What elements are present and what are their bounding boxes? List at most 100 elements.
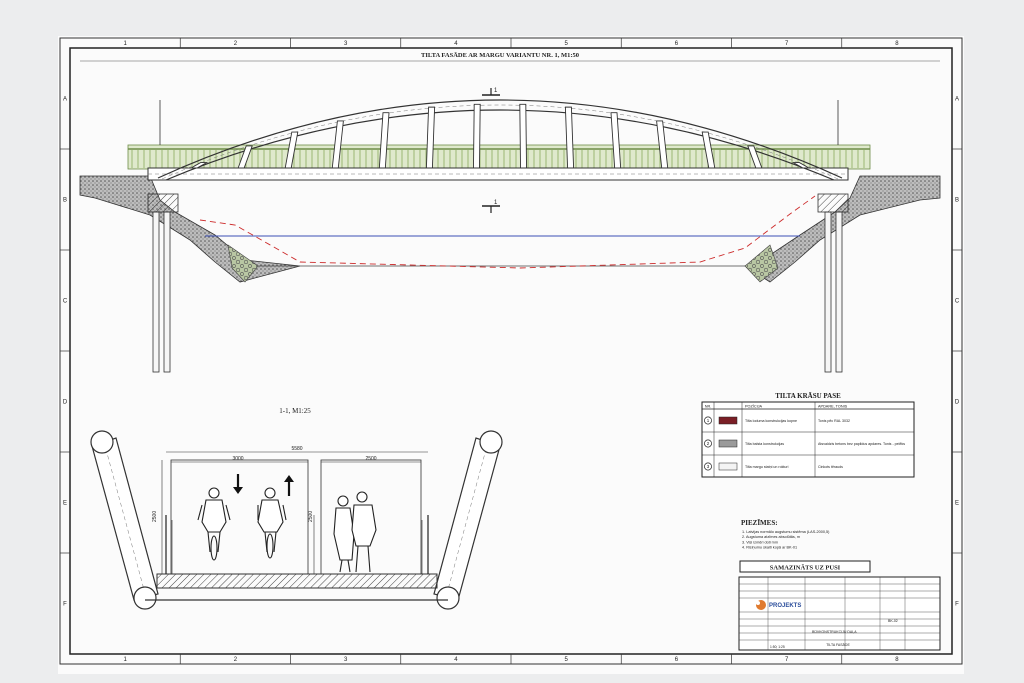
col-label-bottom: 6 <box>675 657 679 663</box>
col-label-bottom: 4 <box>454 657 458 663</box>
arch <box>157 99 843 181</box>
legend-finish: Cinkots tērauds <box>818 465 843 469</box>
legend-position: Tilta loduma konstrukcijas kopne <box>745 419 797 423</box>
legend-swatch <box>718 416 738 425</box>
legend-row: 2 Tilta balsta konstrukcijas Atsvaidzis be… <box>704 439 905 448</box>
col-label-bottom: 8 <box>895 657 899 663</box>
legend-header-nr: NR. <box>705 405 712 409</box>
right-riprap <box>744 244 779 283</box>
direction-arrow-down <box>233 474 243 494</box>
col-label-top: 8 <box>895 41 899 47</box>
row-label-right: E <box>955 501 959 507</box>
legend-row: 3 Tilta margu statņi un rokturi Cinkots tē… <box>704 462 843 471</box>
arch-hanger <box>425 106 436 169</box>
legend-position: Tilta balsta konstrukcijas <box>745 442 784 446</box>
svg-text:1: 1 <box>494 200 498 206</box>
section-title: 1-1, M1:25 <box>279 407 311 415</box>
notes-title: PIEZĪMES: <box>741 519 778 527</box>
arch-hanger <box>473 103 481 169</box>
company-logo-icon <box>756 600 766 610</box>
bridge-elevation: 1 1 <box>79 88 941 373</box>
railing <box>127 144 871 170</box>
row-label-left: F <box>63 602 67 608</box>
elevation-title: TILTA FASĀDE AR MARGU VARIANTU NR. 1, M1… <box>421 52 579 59</box>
right-abutment <box>817 193 849 213</box>
col-label-top: 7 <box>785 41 789 47</box>
note-item: 1. Latvijas normālo augstumu sistēma (LA… <box>742 530 830 534</box>
notes-list: 1. Latvijas normālo augstumu sistēma (LA… <box>742 530 830 550</box>
arch-hanger <box>610 112 622 169</box>
row-label-right: F <box>955 602 959 608</box>
note-item: 3. Visi izmēri doti mm <box>742 540 778 544</box>
row-label-left: B <box>63 198 67 204</box>
col-label-bottom: 2 <box>234 657 238 663</box>
legend-nr: 2 <box>707 441 710 446</box>
left-arch-member <box>90 430 159 610</box>
col-label-bottom: 1 <box>123 657 127 663</box>
direction-arrow-up <box>284 475 294 496</box>
left-riprap <box>227 244 259 283</box>
arch-hanger <box>701 131 716 169</box>
note-item: 4. Risiņumu skaiti kopā ar BK-01 <box>742 546 797 550</box>
col-label-top: 5 <box>564 41 568 47</box>
arch-hanger <box>331 120 344 169</box>
dim-left: 3000 <box>232 456 243 462</box>
legend-swatch <box>718 439 738 448</box>
row-label-right: B <box>955 198 959 204</box>
arch-hangers <box>189 103 811 169</box>
arch-hanger <box>656 120 669 169</box>
cycle-clearance <box>170 459 309 575</box>
legend-finish: Tonis pēc RAL 3032 <box>818 419 850 423</box>
arch-hanger <box>747 145 763 169</box>
right-arch-member <box>433 430 503 610</box>
arch-hanger <box>284 131 299 169</box>
col-label-top: 1 <box>123 41 127 47</box>
title-block: PROJEKTS BŪVKONSTRUKCIJU DAĻA TILTA FASĀ… <box>738 576 941 651</box>
row-label-right: C <box>955 299 960 305</box>
row-label-right: D <box>955 400 960 406</box>
legend-header-finish: APDARE, TONIS <box>818 405 848 409</box>
pedestrians <box>333 491 377 573</box>
legend-nr: 1 <box>707 418 710 423</box>
reduced-label: SAMAZINĀTS UZ PUSI <box>770 565 841 572</box>
sheet-number: BK-02 <box>888 619 898 623</box>
arch-hanger <box>791 162 811 169</box>
col-label-top: 4 <box>454 41 458 47</box>
legend-header-position: POZĪCIJA <box>745 405 763 409</box>
col-label-bottom: 5 <box>564 657 568 663</box>
drawing-name: TILTA FASĀDE <box>826 643 850 647</box>
flood-level <box>199 195 816 269</box>
legend-rows: 1 Tilta loduma konstrukcijas kopne Tonis p… <box>704 416 905 471</box>
arch-hanger <box>519 103 527 169</box>
dim-height: 2500 <box>152 511 158 522</box>
legend-swatch <box>718 462 738 471</box>
section-deck-slab <box>156 573 438 589</box>
dimension-lines <box>161 451 428 574</box>
bridge-cross-section: 5580 3000 2500 2500 2500 <box>90 430 503 610</box>
legend-nr: 3 <box>707 464 710 469</box>
arch-hanger <box>378 112 390 169</box>
arch-hanger <box>564 106 575 169</box>
col-label-top: 2 <box>234 41 238 47</box>
section-marker-bottom: 1 <box>482 200 500 213</box>
note-item: 2. Augstuma atzīmes absolūtās, m <box>742 535 800 539</box>
arch-hanger <box>237 145 253 169</box>
legend-table: NR. POZĪCIJA APDARE, TONIS <box>701 401 915 478</box>
left-abutment <box>147 193 179 213</box>
row-label-left: D <box>63 400 68 406</box>
dim-total: 5580 <box>291 446 302 452</box>
legend-finish: Atsvaidzis betons bez papildus apdares. … <box>818 442 905 446</box>
row-label-left: A <box>63 97 67 103</box>
section-railings <box>165 515 429 574</box>
company-name: PROJEKTS <box>769 603 801 609</box>
drawing-variant: BŪVKONSTRUKCIJU DAĻA <box>812 630 857 634</box>
legend-position: Tilta margu statņi un rokturi <box>745 465 789 469</box>
legend-title: TILTA KRĀSU PASE <box>775 392 841 400</box>
dim-right: 2500 <box>365 456 376 462</box>
zone-ticks <box>60 38 962 664</box>
svg-text:1: 1 <box>494 88 498 94</box>
row-label-left: E <box>63 501 67 507</box>
row-label-right: A <box>955 97 959 103</box>
